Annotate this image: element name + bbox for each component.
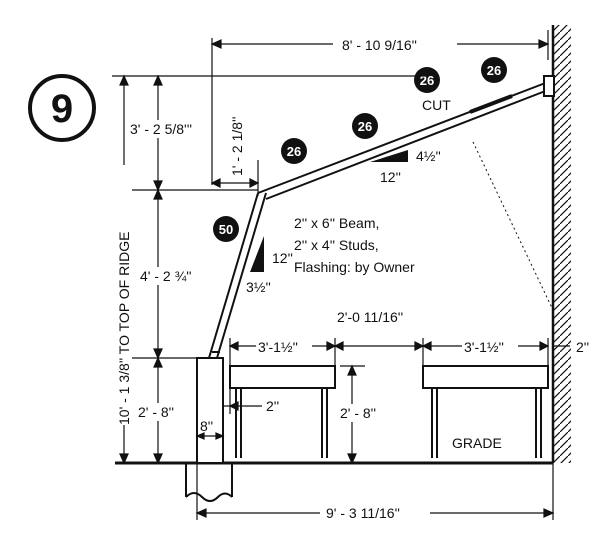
figure-number: 9 bbox=[51, 87, 73, 131]
cut-mark bbox=[469, 94, 513, 114]
footing bbox=[185, 463, 233, 502]
note-studs: 2'' x 4'' Studs, bbox=[294, 237, 379, 253]
roof-slope-indicator: 4½'' 12'' bbox=[370, 148, 441, 185]
badge-50: 50 bbox=[213, 216, 239, 242]
svg-text:50: 50 bbox=[219, 222, 233, 237]
svg-text:26: 26 bbox=[487, 63, 501, 78]
svg-text:26: 26 bbox=[358, 119, 372, 134]
wall-rise-label: 12'' bbox=[272, 250, 293, 266]
house-wall bbox=[551, 25, 571, 463]
bench-right bbox=[422, 365, 549, 458]
note-beam: 2'' x 6'' Beam, bbox=[294, 215, 379, 231]
dim-left-low-label: 2' - 8'' bbox=[138, 404, 174, 420]
dim-post-width-label: 8'' bbox=[200, 418, 213, 434]
dim-post-gap-label: 2'' bbox=[266, 398, 279, 414]
bench-left bbox=[229, 365, 336, 458]
dim-bottom-span-label: 9' - 3 11/16'' bbox=[326, 505, 400, 521]
dim-left-mid-label: 4' - 2 ¾'' bbox=[140, 268, 192, 284]
dim-total-height-label: 10' - 1 3/8'' TO TOP OF RIDGE bbox=[116, 232, 132, 425]
dim-bench-height-label: 2' - 8'' bbox=[340, 405, 376, 421]
corner-post bbox=[196, 357, 224, 464]
cut-label: CUT bbox=[422, 97, 451, 113]
dim-left-upper-label: 3' - 2 5/8''' bbox=[130, 121, 192, 137]
roof-rise-label: 4½'' bbox=[416, 148, 441, 164]
grade-label: GRADE bbox=[452, 435, 502, 451]
svg-text:26: 26 bbox=[287, 144, 301, 159]
badge-26-c: 26 bbox=[352, 113, 378, 139]
figure-number-badge: 9 bbox=[28, 74, 96, 142]
dim-offset bbox=[210, 160, 260, 196]
roof-run-label: 12'' bbox=[380, 169, 401, 185]
dim-wall-gap-label: 2'' bbox=[576, 339, 589, 355]
dim-offset-label: 1' - 2 1/8'' bbox=[229, 117, 245, 176]
dim-bench-right-label: 3'-1½'' bbox=[464, 339, 504, 355]
dim-post-width bbox=[195, 432, 225, 440]
svg-text:26: 26 bbox=[420, 73, 434, 88]
note-flashing: Flashing: by Owner bbox=[294, 259, 415, 275]
slope-reference-line bbox=[472, 141, 554, 311]
roof-rafter bbox=[257, 75, 555, 200]
front-wall-frame bbox=[208, 192, 267, 359]
dim-top-span-label: 8' - 10 9/16'' bbox=[342, 37, 417, 53]
wall-slope-indicator: 12'' 3½'' bbox=[246, 236, 293, 295]
dim-post-gap bbox=[223, 388, 262, 414]
badge-26-b: 26 bbox=[481, 57, 507, 83]
dim-bench-gap-label: 2'-0 11/16'' bbox=[337, 309, 403, 325]
wall-run-label: 3½'' bbox=[246, 279, 271, 295]
dim-bench-left-label: 3'-1½'' bbox=[258, 339, 298, 355]
badge-26-a: 26 bbox=[414, 67, 440, 93]
material-notes: 2'' x 6'' Beam, 2'' x 4'' Studs, Flashin… bbox=[294, 215, 415, 275]
badge-26-d: 26 bbox=[281, 138, 307, 164]
